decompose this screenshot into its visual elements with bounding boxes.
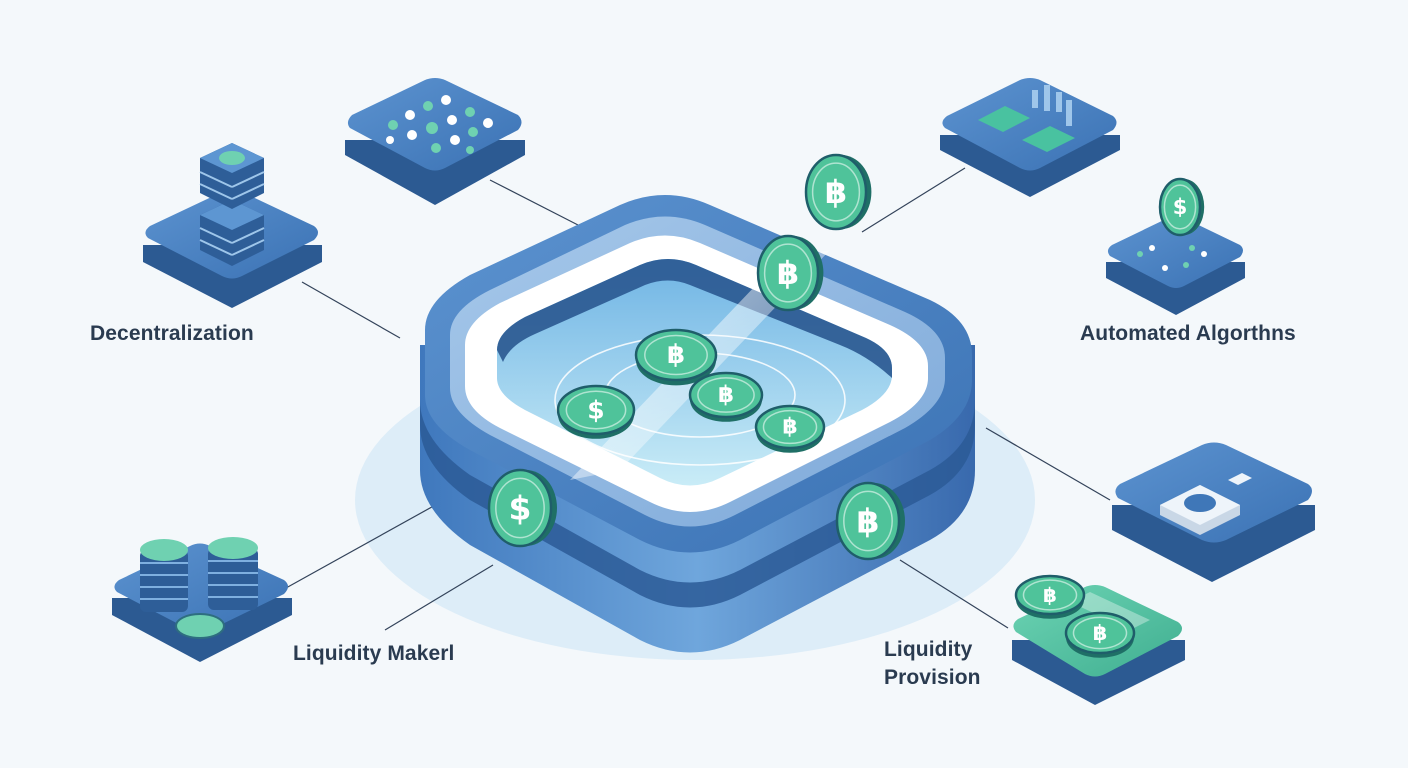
liquidity-maker-label: Liquidity Makerl [293, 642, 455, 665]
bitcoin-coin: ฿ [1064, 611, 1136, 658]
bitcoin-coin: ฿ [754, 404, 826, 453]
algorithm-block [978, 106, 1030, 132]
bitcoin-symbol: ฿ [777, 254, 799, 292]
bitcoin-coin: ฿ [1014, 574, 1086, 619]
bitcoin-coin: ฿ [835, 481, 905, 561]
coin-inner-ring [811, 162, 861, 222]
dollar-symbol: $ [509, 489, 532, 528]
decentralization-server-stack [143, 143, 322, 308]
connector-line [489, 179, 579, 226]
light-beam [1070, 592, 1150, 630]
coin-face [556, 384, 636, 436]
token-dots [386, 95, 493, 154]
algorithm-blocks-platform [940, 78, 1120, 197]
platform-side [345, 140, 525, 205]
bitcoin-symbol: ฿ [782, 415, 797, 440]
server-block-upper [199, 143, 265, 209]
platform-top [1107, 216, 1243, 288]
platform-top [942, 78, 1117, 171]
coin-inner-ring [763, 243, 813, 303]
bitcoin-symbol: ฿ [718, 382, 734, 408]
coin-face [804, 153, 868, 231]
automation-module-platform [1112, 442, 1315, 582]
connector-line [285, 497, 449, 589]
connector-line [861, 167, 966, 233]
coin-stack [140, 539, 188, 612]
connector-lines [285, 167, 1111, 631]
token-grid-platform [345, 78, 525, 205]
platform-dots [1137, 245, 1207, 271]
bitcoin-coin: ฿ [804, 153, 872, 231]
coin-face [688, 371, 764, 419]
connector-line [384, 564, 494, 631]
connector-line [899, 559, 1009, 629]
coin-face [1158, 177, 1202, 237]
bitcoin-symbol: ฿ [857, 502, 880, 541]
automated-algorithms-platform [1106, 216, 1245, 315]
coin-face [1014, 574, 1086, 616]
bitcoin-coin: ฿ [634, 328, 718, 386]
coin-inner-ring [1072, 616, 1128, 650]
dollar-coin: $ [1158, 177, 1205, 237]
module-box [1160, 473, 1252, 535]
connector-line [301, 281, 401, 339]
coin-inner-ring [644, 334, 708, 376]
liquidity-maker-coin-stacks [112, 537, 292, 662]
bitcoin-symbol: ฿ [825, 173, 847, 211]
coin-face [756, 234, 820, 312]
coin-inner-ring [762, 409, 818, 445]
decentralization-label: Decentralization [90, 322, 254, 345]
platform-side [1112, 505, 1315, 582]
dollar-symbol: $ [587, 396, 604, 425]
bitcoin-symbol: ฿ [1093, 621, 1108, 645]
loose-coin [175, 613, 225, 639]
coin-face [835, 481, 901, 561]
coin-inner-ring [697, 377, 755, 413]
bitcoin-coin: ฿ [756, 234, 824, 312]
coin-face [1064, 611, 1136, 655]
coin-face [754, 404, 826, 450]
dollar-coin: $ [487, 468, 557, 548]
algorithm-block [1022, 126, 1075, 152]
platform-side [1106, 262, 1245, 315]
bitcoin-symbol: ฿ [1043, 583, 1057, 607]
coin-inner-ring [565, 390, 627, 430]
dollar-coin: $ [556, 384, 636, 439]
coin-stack [208, 537, 258, 610]
coin-face [487, 468, 553, 548]
coin-inner-ring [1022, 579, 1078, 611]
connector-line [985, 427, 1111, 501]
algorithm-bars [1032, 85, 1072, 126]
server-block-lower [199, 200, 265, 266]
coin-face [634, 328, 718, 382]
coin-inner-ring [843, 490, 893, 552]
automated-algorithms-label: Automated Algorthns [1080, 322, 1296, 345]
coins-layer: ฿฿฿฿$฿$฿$฿฿ [487, 153, 1205, 658]
bitcoin-symbol: ฿ [667, 340, 685, 370]
coin-inner-ring [1163, 184, 1197, 230]
liquidity-provision-label: Liquidity Provision [884, 638, 981, 689]
bitcoin-coin: ฿ [688, 371, 764, 422]
pool-water-inner-wall [497, 259, 892, 378]
dollar-symbol: $ [1173, 195, 1188, 219]
coin-inner-ring [495, 477, 545, 539]
